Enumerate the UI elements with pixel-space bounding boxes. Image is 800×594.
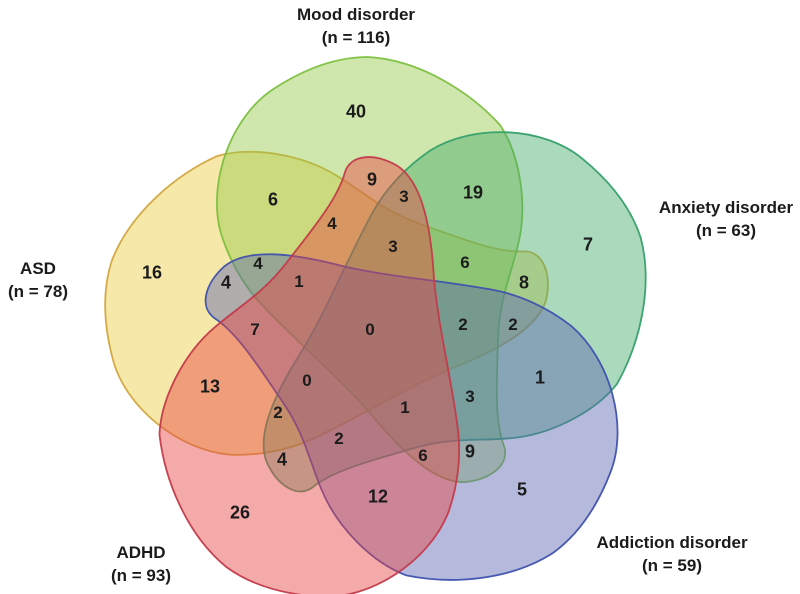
venn-count-anxiety-addiction: 1	[534, 367, 546, 388]
venn-count-asd-addiction: 4	[220, 272, 232, 293]
venn-count-asd: 16	[141, 262, 163, 283]
venn-count-mood-adhd-addiction: 6	[418, 446, 428, 465]
venn-count-adhd-asd: 13	[199, 376, 221, 397]
venn-count-mood-addiction: 9	[464, 441, 476, 462]
venn-count-asd-mood-anxiety-adhd: 3	[388, 237, 398, 256]
venn-count-asd-anxiety-adhd: 2	[273, 403, 283, 422]
set-label-mood-name: Mood disorder	[296, 5, 416, 24]
venn-set-anxiety	[262, 131, 647, 493]
venn-set-addiction	[204, 253, 619, 581]
set-label-anxiety-name: Anxiety disorder	[658, 198, 794, 217]
set-label-asd-n: (n = 78)	[8, 281, 68, 301]
venn-count-adhd: 26	[229, 502, 251, 523]
venn-count-addiction: 5	[516, 479, 528, 500]
set-label-mood-n: (n = 116)	[321, 27, 391, 47]
set-label-addiction: Addiction disorder (n = 59)	[596, 532, 747, 578]
venn-count-asd-mood: 6	[267, 189, 279, 210]
set-label-mood: Mood disorder (n = 116)	[297, 4, 415, 50]
venn-count-mood-anxiety-adhd: 3	[399, 187, 409, 206]
venn-count-addiction-adhd: 12	[367, 486, 389, 507]
set-label-addiction-name: Addiction disorder	[596, 533, 748, 552]
venn-count-anxiety-adhd: 4	[276, 449, 288, 470]
venn-count-asd-mood-adhd: 4	[327, 214, 337, 233]
venn-count-asd-mood-anxiety: 6	[460, 253, 470, 272]
venn-set-mood	[216, 56, 524, 483]
venn-count-asd-anxiety: 8	[518, 272, 530, 293]
venn-count-anxiety: 7	[582, 234, 594, 255]
set-label-anxiety: Anxiety disorder (n = 63)	[659, 197, 793, 243]
venn-set-adhd	[158, 156, 461, 594]
venn-count-mood-anxiety-addiction: 3	[465, 387, 475, 406]
set-label-adhd: ADHD (n = 93)	[111, 542, 171, 588]
venn-count-mood-anxiety-adhd-addiction: 1	[400, 398, 410, 417]
venn-count-mood: 40	[345, 101, 367, 122]
venn-count-all-five: 0	[365, 320, 375, 339]
venn-count-asd-adhd-addiction: 7	[250, 320, 260, 339]
venn-count-mood-adhd: 9	[366, 169, 378, 190]
venn-count-anxiety-adhd-addiction: 2	[334, 429, 344, 448]
set-label-adhd-n: (n = 93)	[111, 565, 171, 585]
venn-count-asd-mood-addiction: 4	[253, 254, 263, 273]
venn-count-asd-mood-anxiety-addiction: 2	[458, 315, 468, 334]
venn-count-mood-anxiety: 19	[462, 182, 484, 203]
set-label-anxiety-n: (n = 63)	[696, 220, 756, 240]
set-label-addiction-n: (n = 59)	[642, 555, 702, 575]
set-label-adhd-name: ADHD	[116, 543, 166, 562]
venn-count-asd-anxiety-adhd-addiction: 0	[302, 371, 312, 390]
set-label-asd-name: ASD	[20, 259, 56, 278]
set-label-asd: ASD (n = 78)	[8, 258, 68, 304]
venn-count-asd-anxiety-addiction: 2	[508, 315, 518, 334]
venn-count-asd-mood-adhd-addiction: 1	[294, 272, 304, 291]
